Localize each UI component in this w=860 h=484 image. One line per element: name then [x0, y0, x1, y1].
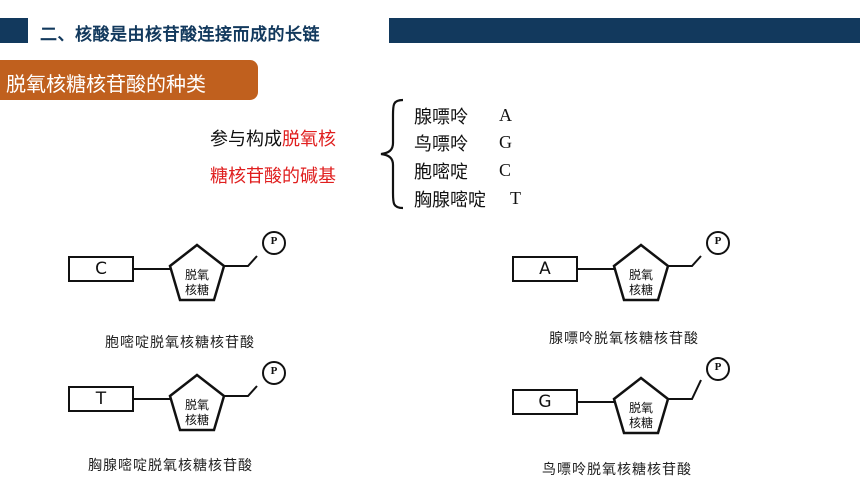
- base-letter: T: [510, 188, 521, 208]
- base-letter: A: [499, 105, 512, 125]
- description-line-2: 糖核苷酸的碱基: [210, 162, 336, 188]
- nucleotide-structure: [512, 231, 730, 302]
- deoxyribose-label: 脱氧 核糖: [616, 268, 666, 298]
- phosphate-label: P: [714, 361, 722, 373]
- base-item-adenine: 腺嘌呤: [414, 103, 468, 129]
- phosphate-label: P: [270, 235, 278, 247]
- sugar-label-line2: 核糖: [184, 283, 209, 297]
- sugar-label-line1: 脱氧: [628, 268, 653, 282]
- base-label: C: [95, 259, 107, 279]
- base-letter: C: [499, 160, 512, 180]
- curly-brace-icon: [380, 98, 404, 210]
- nucleotide-caption-cytosine: 胞嘧啶脱氧核糖核苷酸: [105, 335, 255, 351]
- phosphate-label: P: [270, 365, 278, 377]
- description-text-red-2: 糖核苷酸的碱基: [210, 166, 336, 187]
- nucleotide-structure: [512, 357, 730, 435]
- base-label: A: [539, 259, 551, 279]
- base-label: G: [538, 392, 552, 412]
- nucleotide-caption-guanine: 鸟嘌呤脱氧核糖核苷酸: [542, 462, 692, 478]
- sugar-label-line2: 核糖: [628, 283, 653, 297]
- base-label: T: [95, 389, 107, 409]
- deoxyribose-label: 脱氧 核糖: [172, 398, 222, 428]
- nucleotide-diagram-guanine: G 脱氧 核糖 P: [512, 357, 742, 440]
- base-name: 腺嘌呤: [414, 107, 468, 128]
- nucleotide-structure: [68, 231, 286, 302]
- nucleotide-diagram-cytosine: C 脱氧 核糖 P: [68, 230, 298, 310]
- base-name: 胸腺嘧啶: [414, 190, 486, 211]
- nucleotide-diagram-thymine: T 脱氧 核糖 P: [68, 360, 298, 440]
- description-line-1: 参与构成脱氧核: [210, 125, 336, 151]
- base-name: 鸟嘌呤: [414, 134, 468, 155]
- base-item-thymine: 胸腺嘧啶: [414, 186, 486, 212]
- sugar-label-line1: 脱氧: [184, 398, 209, 412]
- nucleotide-structure: [68, 361, 286, 432]
- nucleotide-diagram-adenine: A 脱氧 核糖 P: [512, 230, 742, 310]
- section-subtitle: 脱氧核糖核苷酸的种类: [6, 72, 206, 96]
- base-item-guanine: 鸟嘌呤: [414, 130, 468, 156]
- description-text-red-1: 脱氧核: [282, 129, 336, 150]
- header-title-box: 二、核酸是由核苷酸连接而成的长链: [24, 18, 389, 45]
- base-name: 胞嘧啶: [414, 162, 468, 183]
- section-subtitle-box: 脱氧核糖核苷酸的种类: [0, 60, 258, 100]
- description-text-black: 参与构成: [210, 129, 282, 150]
- deoxyribose-label: 脱氧 核糖: [616, 401, 666, 431]
- nucleotide-caption-adenine: 腺嘌呤脱氧核糖核苷酸: [549, 331, 699, 347]
- header-title: 二、核酸是由核苷酸连接而成的长链: [40, 25, 320, 45]
- base-letter: G: [499, 132, 512, 152]
- sugar-label-line1: 脱氧: [628, 401, 653, 415]
- deoxyribose-label: 脱氧 核糖: [172, 268, 222, 298]
- header-accent-block: [0, 18, 24, 43]
- base-item-cytosine: 胞嘧啶: [414, 158, 468, 184]
- sugar-label-line1: 脱氧: [184, 268, 209, 282]
- nucleotide-caption-thymine: 胸腺嘧啶脱氧核糖核苷酸: [88, 458, 253, 474]
- phosphate-label: P: [714, 235, 722, 247]
- sugar-label-line2: 核糖: [184, 413, 209, 427]
- sugar-label-line2: 核糖: [628, 416, 653, 430]
- header-bar: 二、核酸是由核苷酸连接而成的长链: [0, 18, 860, 45]
